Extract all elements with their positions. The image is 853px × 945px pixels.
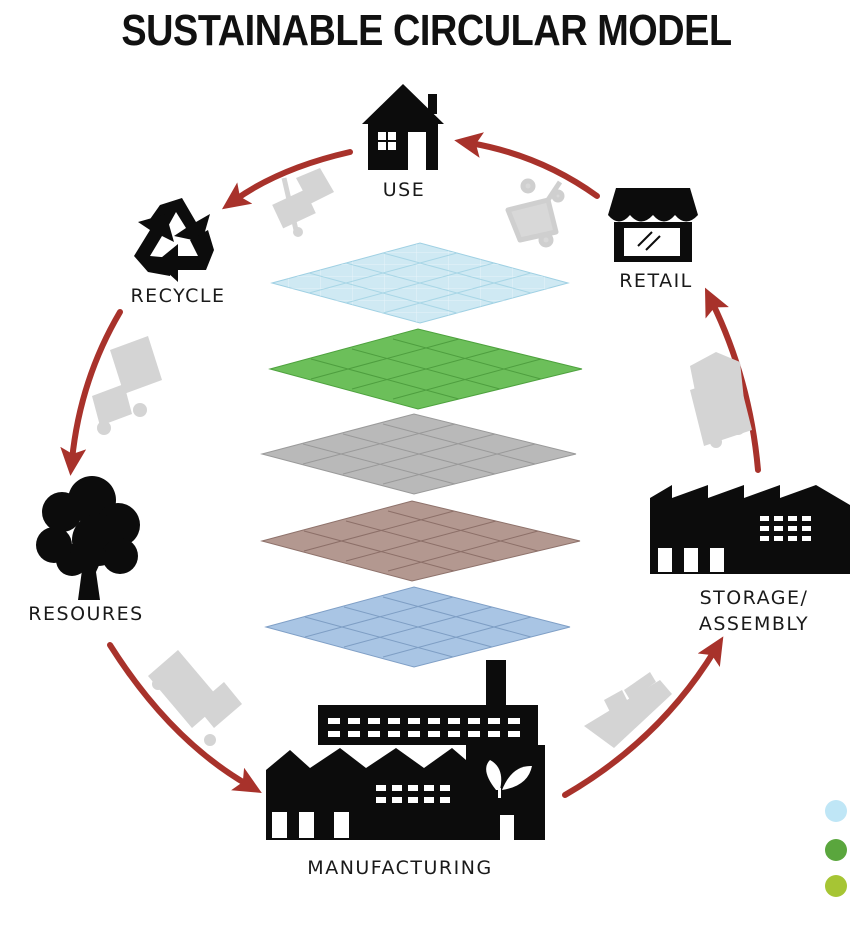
legend-dot-lime xyxy=(825,875,847,897)
truck-icon-3 xyxy=(148,650,242,746)
cart-icon xyxy=(505,178,565,248)
label-storage-line2: ASSEMBLY xyxy=(699,613,809,635)
legend-dot-light-blue xyxy=(825,800,847,822)
hand-truck-icon xyxy=(272,168,334,237)
label-use: USE xyxy=(383,179,425,201)
page-title: SUSTAINABLE CIRCULAR MODEL xyxy=(121,6,732,55)
layer-green xyxy=(268,328,583,410)
cycle-arrows xyxy=(60,132,761,798)
legend-dots xyxy=(825,800,847,897)
label-retail: RETAIL xyxy=(619,270,693,292)
factory-icon xyxy=(266,660,545,840)
truck-icon-2 xyxy=(690,352,752,448)
label-resources: RESOURES xyxy=(28,603,143,625)
truck-icon xyxy=(92,336,162,435)
arrow-manufacturing-to-storage xyxy=(562,636,724,798)
arrow-use-to-recycle xyxy=(221,149,353,210)
arrow-recycle-to-resources xyxy=(60,309,123,476)
label-manufacturing: MANUFACTURING xyxy=(307,857,492,879)
label-storage-line1: STORAGE/ xyxy=(700,587,809,609)
arrow-storage-to-retail xyxy=(704,287,761,473)
layer-gray xyxy=(260,413,577,495)
label-recycle: RECYCLE xyxy=(130,285,225,307)
warehouse-icon xyxy=(650,485,850,574)
shop-icon xyxy=(608,188,698,262)
recycle-icon xyxy=(134,198,214,282)
leaf-icon xyxy=(486,760,532,798)
layer-stack xyxy=(260,242,583,668)
ship-icon xyxy=(584,672,672,748)
layer-blue xyxy=(264,586,571,668)
house-icon xyxy=(362,84,444,170)
arrow-resources-to-manufacturing xyxy=(107,642,262,793)
arrow-retail-to-use xyxy=(454,132,600,199)
layer-brown xyxy=(260,500,581,582)
tree-icon xyxy=(36,476,140,600)
layer-light-blue xyxy=(270,242,570,324)
legend-dot-green xyxy=(825,839,847,861)
